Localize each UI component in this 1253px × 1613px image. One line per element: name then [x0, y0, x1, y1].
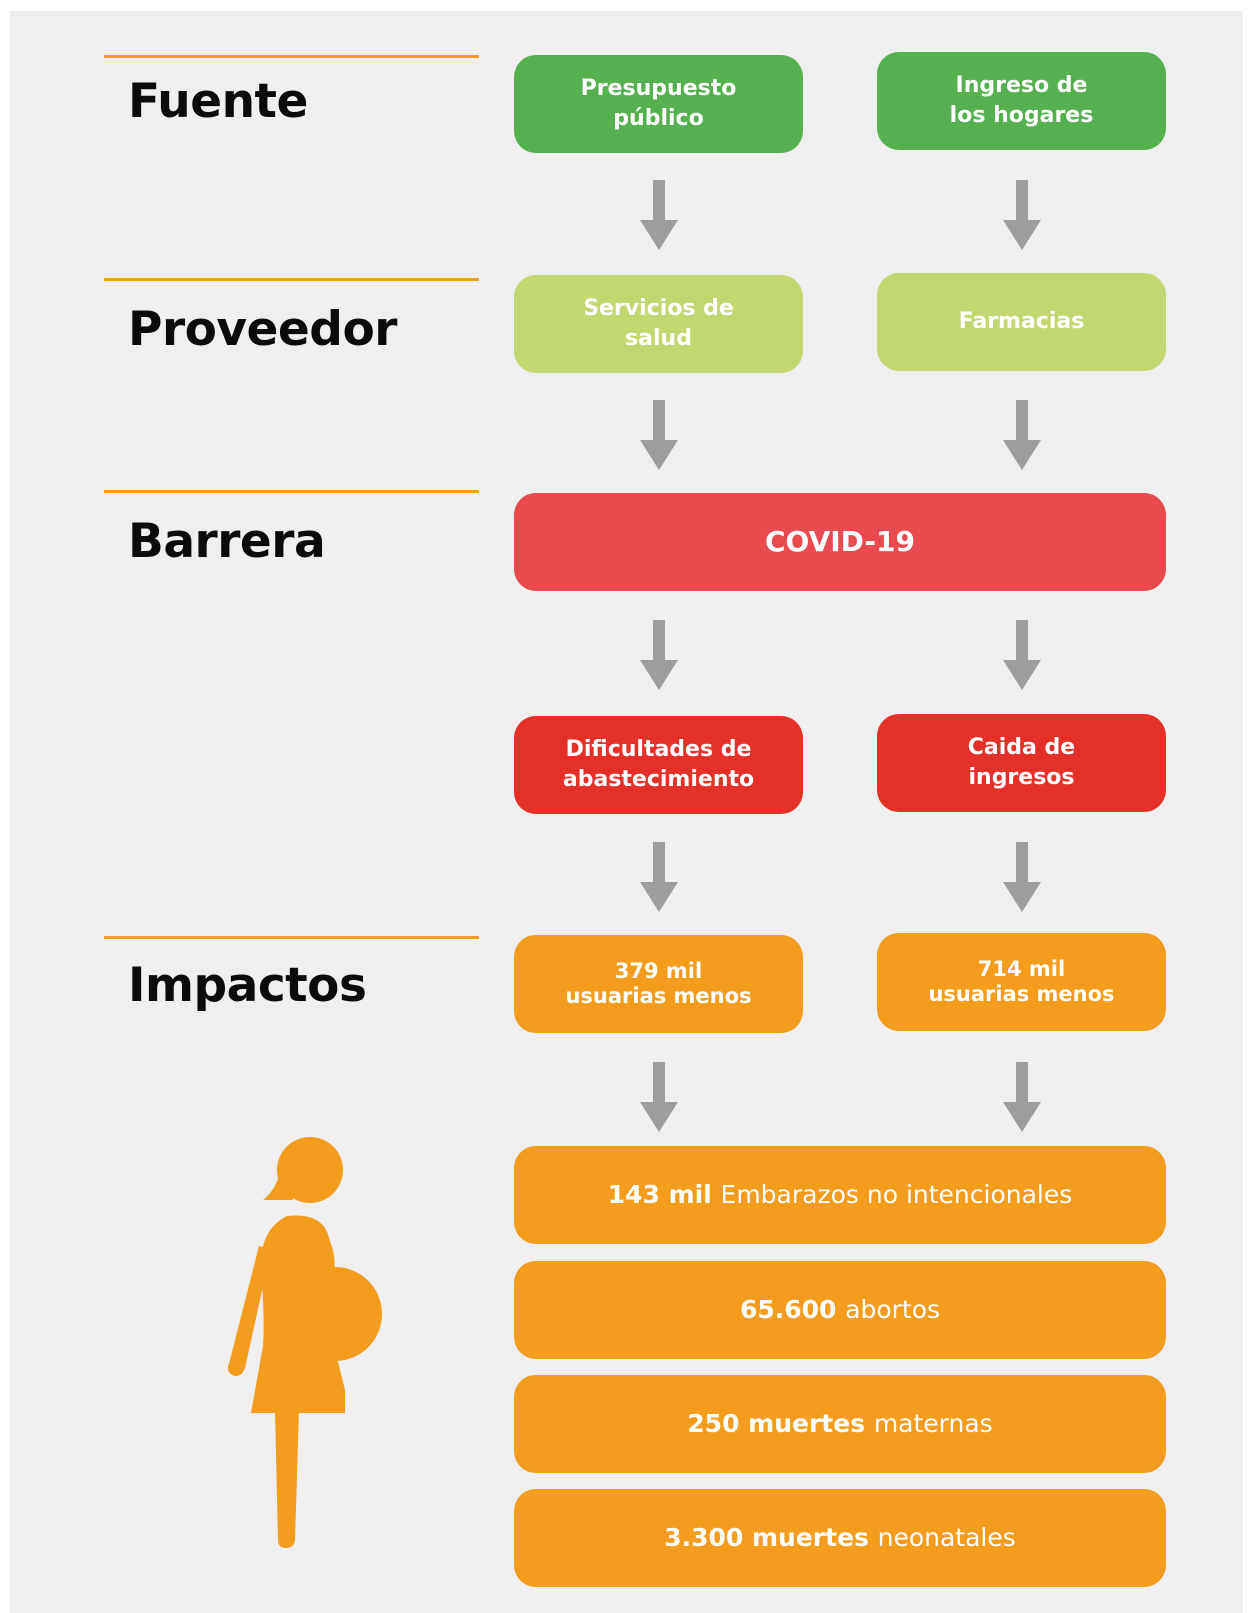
result-box-figure: 3.300 muertes: [664, 1523, 869, 1553]
result-box-maternal-deaths: 250 muertes maternas: [514, 1375, 1166, 1473]
result-box-text: abortos: [845, 1295, 941, 1325]
impact-box-line: usuarias menos: [565, 984, 752, 1008]
provider-box-pharmacies: Farmacias: [877, 273, 1166, 371]
source-box-line: público: [613, 106, 704, 131]
provider-box-health-services: Servicios de salud: [514, 275, 803, 373]
result-box-line: 65.600 abortos: [740, 1293, 940, 1327]
result-box-text: neonatales: [877, 1523, 1016, 1553]
section-label-impactos: Impactos: [128, 958, 367, 1013]
down-arrow-icon: [1003, 400, 1041, 470]
section-label-proveedor: Proveedor: [128, 302, 397, 357]
consequence-box-line: ingresos: [968, 765, 1075, 790]
down-arrow-icon: [1003, 1062, 1041, 1132]
result-box-unintended-pregnancies: 143 mil Embarazos no intencionales: [514, 1146, 1166, 1244]
barrier-label: COVID-19: [764, 525, 916, 559]
result-box-figure: 65.600: [739, 1295, 837, 1325]
source-box-line: los hogares: [949, 103, 1094, 128]
section-rule-proveedor: [104, 278, 479, 281]
consequence-box-income-drop: Caida de ingresos: [877, 714, 1166, 812]
down-arrow-icon: [1003, 842, 1041, 912]
consequence-box-line: abastecimiento: [562, 767, 755, 792]
section-label-fuente: Fuente: [128, 74, 308, 129]
impact-box-users-right: 714 mil usuarias menos: [877, 933, 1166, 1031]
consequence-box-line: Caida de: [967, 735, 1076, 761]
result-box-text: maternas: [873, 1409, 993, 1439]
down-arrow-icon: [1003, 620, 1041, 690]
consequence-box-line: Dificultades de: [565, 737, 752, 763]
down-arrow-icon: [640, 842, 678, 912]
consequence-box-supply-difficulties: Dificultades de abastecimiento: [514, 716, 803, 814]
source-box-line: Presupuesto: [580, 76, 737, 102]
result-box-text: Embarazos no intencionales: [720, 1180, 1073, 1210]
down-arrow-icon: [640, 1062, 678, 1132]
source-box-household-income: Ingreso de los hogares: [877, 52, 1166, 150]
result-box-neonatal-deaths: 3.300 muertes neonatales: [514, 1489, 1166, 1587]
source-box-public-budget: Presupuesto público: [514, 55, 803, 153]
impact-box-users-left: 379 mil usuarias menos: [514, 935, 803, 1033]
section-rule-impactos: [104, 936, 479, 939]
source-box-line: Ingreso de: [955, 73, 1088, 99]
barrier-box-covid: COVID-19: [514, 493, 1166, 591]
provider-box-line: Farmacias: [958, 309, 1085, 335]
section-rule-fuente: [104, 55, 479, 58]
impact-box-line: 714 mil: [977, 956, 1066, 981]
section-rule-barrera: [104, 490, 479, 493]
result-box-figure: 250 muertes: [687, 1409, 866, 1439]
result-box-line: 250 muertes maternas: [687, 1407, 992, 1441]
impact-box-line: 379 mil: [614, 958, 703, 983]
result-box-line: 3.300 muertes neonatales: [664, 1521, 1016, 1555]
result-box-line: 143 mil Embarazos no intencionales: [608, 1178, 1073, 1212]
provider-box-line: salud: [625, 326, 692, 351]
result-box-abortions: 65.600 abortos: [514, 1261, 1166, 1359]
pregnant-woman-icon: [228, 1137, 382, 1548]
down-arrow-icon: [1003, 180, 1041, 250]
down-arrow-icon: [640, 400, 678, 470]
provider-box-line: Servicios de: [583, 296, 734, 322]
down-arrow-icon: [640, 180, 678, 250]
impact-box-line: usuarias menos: [928, 982, 1115, 1006]
section-label-barrera: Barrera: [128, 514, 326, 569]
down-arrow-icon: [640, 620, 678, 690]
result-box-figure: 143 mil: [607, 1180, 712, 1210]
